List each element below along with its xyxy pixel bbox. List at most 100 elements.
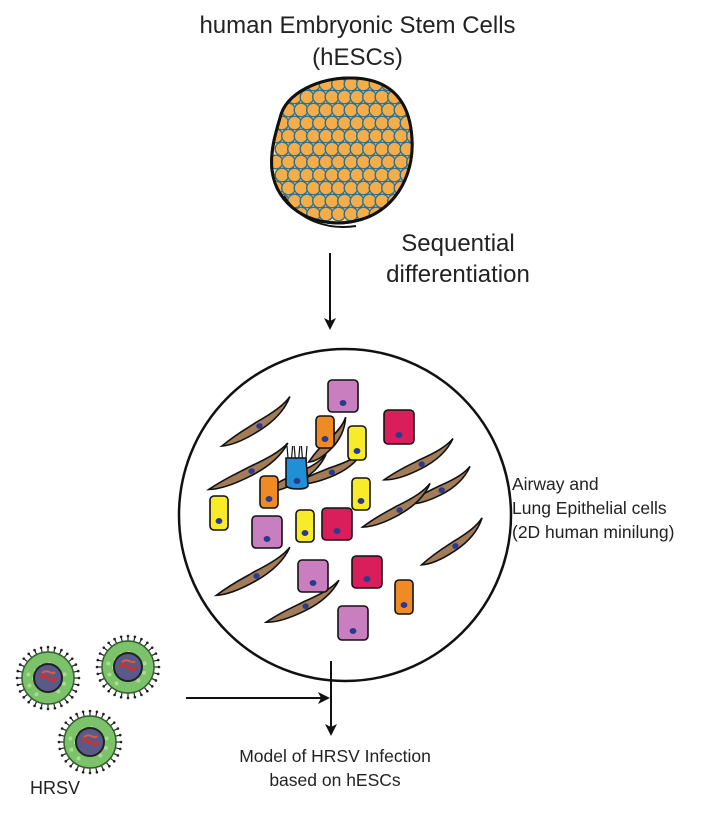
- hrsv-virus: [15, 645, 81, 711]
- virus-spike-tip: [126, 696, 130, 700]
- stem-cell: [337, 115, 353, 131]
- stem-cell: [381, 154, 397, 170]
- cilium: [305, 445, 308, 459]
- stem-cell: [306, 128, 322, 144]
- epithelial-cell-nucleus: [349, 628, 357, 634]
- stem-cell: [362, 89, 378, 105]
- cilium: [293, 445, 296, 459]
- epithelial-cell: [327, 379, 359, 413]
- epithelial-cell-nucleus: [321, 436, 329, 442]
- epithelial-cell: [347, 425, 367, 461]
- virus-spike-tip: [88, 771, 92, 775]
- hrsv-virus: [57, 709, 123, 775]
- virus-label: HRSV: [30, 778, 81, 798]
- stem-cell: [287, 115, 303, 131]
- epithelial-cell-body: [295, 509, 315, 543]
- stem-cell: [293, 102, 309, 118]
- epithelial-cell-nucleus: [395, 432, 403, 438]
- fibroblast-body: [213, 546, 291, 597]
- stem-cell: [399, 141, 413, 157]
- virus-genome: [118, 663, 138, 671]
- virus-spike-tip: [119, 695, 123, 699]
- stem-cell: [356, 154, 372, 170]
- culture-line-3: (2D human minilung): [512, 522, 675, 542]
- stem-cell: [374, 167, 390, 183]
- epithelial-cell-body: [337, 605, 369, 641]
- virus-spike-tip: [98, 679, 102, 682]
- fibroblast-body: [219, 396, 291, 448]
- stem-cell: [356, 102, 372, 118]
- stem-cell: [356, 180, 372, 196]
- step-label: Sequential differentiation: [368, 228, 548, 290]
- stem-cell: [343, 102, 359, 118]
- stem-cell: [349, 167, 365, 183]
- epithelial-cell-nucleus: [263, 536, 271, 542]
- virus-spike-tip: [113, 693, 116, 697]
- virus-spike-tip: [69, 716, 72, 720]
- epithelial-cell-body: [327, 379, 359, 413]
- virus-spike-tip: [126, 634, 130, 638]
- virus-spike-tip: [81, 710, 85, 714]
- virus-spike-tip: [113, 637, 116, 641]
- stem-cell: [343, 128, 359, 144]
- virus-spike-tip: [95, 665, 99, 669]
- stem-cell: [281, 78, 297, 92]
- virus-spike-tip: [57, 740, 61, 744]
- fibroblast-body: [419, 517, 483, 566]
- cilium: [291, 445, 294, 459]
- minilung-culture-dish: [177, 347, 513, 683]
- fibroblast-cell: [206, 442, 289, 491]
- stem-cell: [312, 193, 328, 209]
- virus-surface-dot: [76, 756, 81, 761]
- virus-surface-dot: [136, 678, 141, 683]
- epithelial-cell-body: [251, 515, 283, 549]
- stem-cell: [312, 115, 328, 131]
- fibroblast-body: [206, 442, 289, 491]
- virus-spike-tip: [95, 770, 99, 774]
- stem-cell: [318, 128, 334, 144]
- epithelial-cell: [297, 559, 329, 593]
- virus-spike-tip: [102, 712, 105, 716]
- fibroblast-cells: [206, 396, 483, 623]
- culture-label: Airway and Lung Epithelial cells (2D hum…: [512, 472, 674, 544]
- stem-cell: [318, 102, 334, 118]
- stem-cell: [412, 89, 413, 105]
- virus-spike-tip: [154, 652, 158, 655]
- stem-cell: [387, 141, 403, 157]
- stem-cell: [331, 154, 347, 170]
- virus-spike-tip: [108, 716, 111, 720]
- virus-genome: [83, 734, 98, 739]
- virus-spike-tip: [150, 646, 154, 649]
- ciliated-cell-body: [285, 457, 309, 490]
- virus-spike-tip: [112, 721, 116, 724]
- virus-spike-tip: [33, 704, 36, 708]
- virus-spike-tip: [64, 760, 68, 763]
- epithelial-cell-nucleus: [363, 576, 371, 582]
- cilium: [300, 445, 303, 459]
- virus-spike-tip: [74, 690, 78, 693]
- virus-spike-tip: [18, 690, 22, 693]
- stem-cell: [374, 141, 390, 157]
- stem-cell: [299, 89, 315, 105]
- epithelial-cell: [383, 409, 415, 445]
- virus-spike-tip: [140, 693, 143, 697]
- fibroblast-nucleus: [452, 543, 459, 549]
- stem-cell: [324, 141, 340, 157]
- virus-spike-tip: [133, 635, 137, 639]
- stem-cell: [393, 78, 409, 92]
- stem-cell: [343, 206, 359, 222]
- stem-cell-colony: [270, 76, 414, 228]
- virus-spike-tip: [33, 648, 36, 652]
- stem-cell: [393, 128, 409, 144]
- virus-spike-tip: [146, 689, 149, 693]
- epithelial-cell-body: [347, 425, 367, 461]
- stem-cell: [318, 154, 334, 170]
- diagram-title: human Embryonic Stem Cells (hESCs): [0, 10, 715, 74]
- epithelial-cell-nucleus: [265, 496, 273, 502]
- stem-cell: [412, 141, 413, 157]
- epithelial-cell-body: [394, 579, 414, 615]
- virus-spike-tip: [70, 696, 74, 699]
- stem-cell: [393, 154, 409, 170]
- virus-spike-tip: [116, 727, 120, 730]
- stem-cell: [337, 167, 353, 183]
